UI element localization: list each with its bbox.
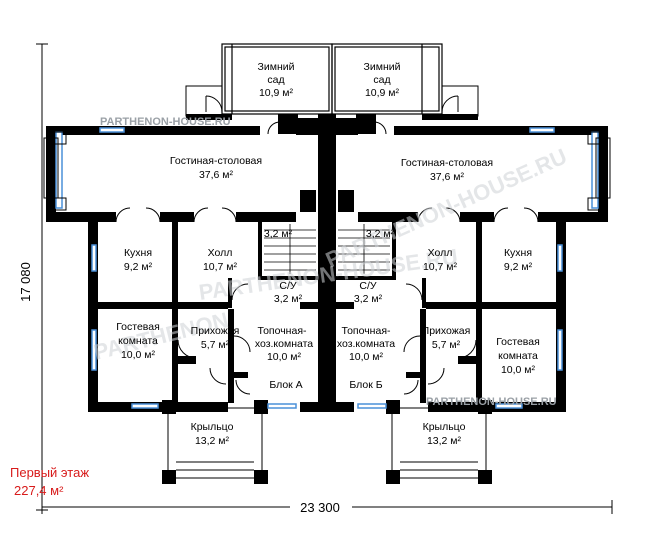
stair-left-area: 3,2 м²: [264, 228, 293, 240]
guest-left-area: 10,0 м²: [121, 349, 156, 361]
winter-garden-right-name: Зимний: [364, 61, 401, 73]
living-right-area: 37,6 м²: [430, 171, 465, 183]
porches: [167, 407, 487, 479]
room-labels: Зимний сад 10,9 м² Зимний сад 10,9 м² Го…: [116, 61, 540, 447]
boiler-right-name2: хоз.комната: [337, 338, 395, 350]
entry-right-name: Прихожая: [422, 325, 471, 337]
porch-right-name: Крыльцо: [423, 421, 466, 433]
block-b-label: Блок Б: [349, 379, 382, 391]
kitchen-left-area: 9,2 м²: [124, 261, 153, 273]
windows: [55, 127, 599, 409]
watermark-bottom: PARTHENON-HOUSE.RU: [426, 396, 557, 408]
floor-title: Первый этаж: [10, 465, 89, 480]
wc-left-name: С/У: [279, 280, 297, 292]
stairs: [264, 224, 390, 274]
kitchen-right-area: 9,2 м²: [504, 261, 533, 273]
guest-left-name: Гостевая: [116, 321, 160, 333]
entry-left-name: Прихожая: [191, 325, 240, 337]
porch-left-area: 13,2 м²: [195, 435, 230, 447]
boiler-left-name2: хоз.комната: [255, 338, 313, 350]
guest-left-name2: комната: [118, 335, 158, 347]
winter-garden-left-name: Зимний: [258, 61, 295, 73]
guest-right-name2: комната: [498, 350, 538, 362]
guest-right-area: 10,0 м²: [501, 364, 536, 376]
block-a-label: Блок А: [269, 379, 302, 391]
boiler-right-area: 10,0 м²: [349, 351, 384, 363]
watermark-top: PARTHENON-HOUSE.RU: [100, 116, 231, 128]
winter-garden-frames: [221, 43, 443, 115]
porch-right-area: 13,2 м²: [427, 435, 462, 447]
living-left-name: Гостиная-столовая: [170, 155, 262, 167]
height-dimension: 17 080: [18, 262, 33, 302]
winter-garden-right-name2: сад: [373, 74, 390, 86]
winter-garden-left-name2: сад: [267, 74, 284, 86]
living-right-name: Гостиная-столовая: [401, 157, 493, 169]
doors: [115, 95, 539, 395]
hall-left-name: Холл: [208, 247, 233, 259]
stair-right-area: 3,2 м²: [366, 228, 395, 240]
kitchen-right-name: Кухня: [504, 247, 532, 259]
boiler-left-name: Топочная-: [257, 325, 307, 337]
boiler-right-name: Топочная-: [341, 325, 391, 337]
vent-marks: [145, 194, 509, 308]
wc-right-name: С/У: [359, 280, 377, 292]
entry-left-area: 5,7 м²: [201, 339, 230, 351]
boiler-left-area: 10,0 м²: [267, 351, 302, 363]
winter-garden-left-area: 10,9 м²: [259, 87, 294, 99]
floor-area: 227,4 м²: [14, 483, 64, 498]
hall-right-area: 10,7 м²: [423, 261, 458, 273]
porch-left-name: Крыльцо: [191, 421, 234, 433]
wc-right-area: 3,2 м²: [354, 293, 383, 305]
hall-right-name: Холл: [428, 247, 453, 259]
guest-right-name: Гостевая: [496, 336, 540, 348]
entry-right-area: 5,7 м²: [432, 339, 461, 351]
hall-left-area: 10,7 м²: [203, 261, 238, 273]
width-dimension: 23 300: [300, 500, 340, 515]
winter-garden-right-area: 10,9 м²: [365, 87, 400, 99]
wc-left-area: 3,2 м²: [274, 293, 303, 305]
living-left-area: 37,6 м²: [199, 169, 234, 181]
corner-glass: [43, 131, 611, 211]
kitchen-left-name: Кухня: [124, 247, 152, 259]
